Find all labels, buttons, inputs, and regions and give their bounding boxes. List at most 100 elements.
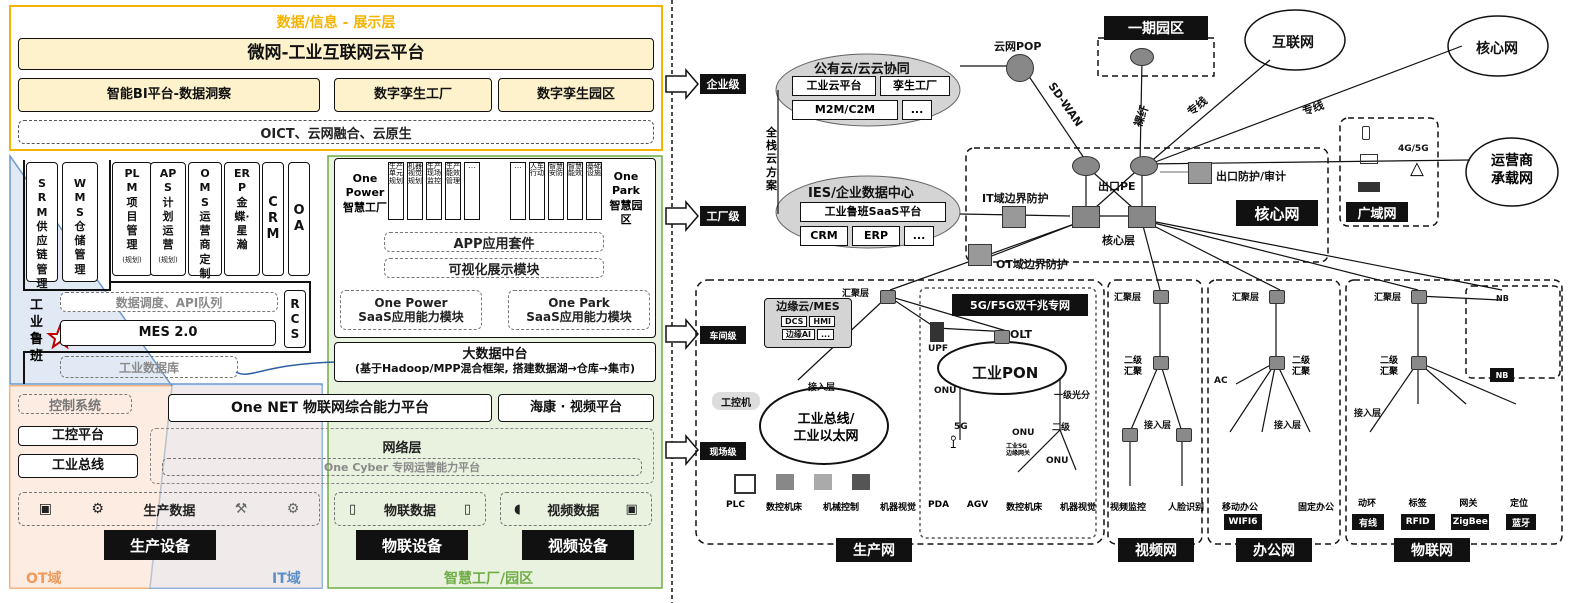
- video-device-labels: 视频监控 人脸识别: [1110, 500, 1204, 513]
- cloud-item: 工业云平台: [792, 76, 876, 96]
- power-module: 生产能效管理: [445, 162, 461, 220]
- device-label: 网关: [1459, 499, 1478, 509]
- park-module: 基础设施: [586, 162, 602, 220]
- device-label: 动环: [1358, 499, 1377, 509]
- iot-data-row: ▯ 物联数据 ▯: [334, 492, 486, 526]
- core-net-cloud-label: 核心网: [1476, 41, 1518, 57]
- iot-badge: 有线: [1352, 514, 1384, 530]
- carrier-label: 运营商 承载网: [1491, 153, 1533, 188]
- phone-icon: ▯: [463, 501, 472, 517]
- core-switch-icon: [1072, 206, 1100, 228]
- edge-item: 边缘AI: [781, 328, 816, 341]
- access-label: 接入层: [1274, 421, 1302, 431]
- firewall-icon: [968, 244, 992, 266]
- device-label: 机器视觉: [879, 503, 916, 513]
- f5g-badge: 5G/F5G双千兆专网: [952, 294, 1088, 316]
- cnc-icon: [776, 474, 794, 490]
- device-label: 人脸识别: [1167, 503, 1204, 513]
- core-layer-label: 核心层: [1102, 234, 1135, 247]
- ot-zone-label: OT域: [26, 571, 62, 587]
- power-module: 机器视觉规划: [407, 162, 423, 220]
- one-power-title: One Power 智慧工厂: [343, 172, 387, 214]
- industrial-pc-label: 工控机: [712, 392, 760, 410]
- split1-label: 一级光分: [1054, 391, 1091, 401]
- park-module: 智慧安防: [548, 162, 564, 220]
- bi-platform-box: 智能BI平台-数据洞察: [18, 78, 320, 112]
- erp-box: ERP 金蝶·星瀚: [224, 162, 260, 276]
- conveyor-icon: ⚙: [286, 501, 300, 517]
- nvr-icon: ▣: [625, 501, 638, 517]
- switch-icon: [1153, 290, 1169, 304]
- robot-arm-icon: [814, 474, 832, 490]
- rcs-box: RCS: [284, 290, 306, 348]
- phone-icon: [1362, 126, 1370, 140]
- switch-icon: [1176, 428, 1192, 442]
- firewall-icon: [1188, 162, 1212, 184]
- device-label: 机械控制: [822, 503, 859, 513]
- cloud-pop-label: 云网POP: [994, 40, 1042, 53]
- video-equipment-badge: 视频设备: [522, 530, 634, 560]
- nb-label: NB: [1496, 294, 1509, 303]
- cloud-collab-label: 公有云/云云协同: [814, 62, 910, 77]
- level-workshop: 车间级: [700, 326, 746, 344]
- camera-icon: ◖: [514, 501, 521, 517]
- aps-note: (规划): [158, 255, 178, 264]
- one-net-box: One NET 物联网综合能力平台: [168, 394, 492, 422]
- second-converge-label: 二级 汇聚: [1292, 356, 1311, 377]
- edge-cloud-box: 边缘云/MES DCS HMI 边缘AI ...: [764, 298, 852, 348]
- production-net-badge: 生产网: [836, 538, 912, 562]
- crm-box: CRM: [262, 162, 284, 276]
- video-data-row: ◖ 视频数据 ▣: [500, 492, 652, 526]
- park-module: 人车行动: [529, 162, 545, 220]
- speaker-icon: ▯: [348, 501, 357, 517]
- tower-icon: △: [1410, 158, 1424, 179]
- second-converge-label: 二级 汇聚: [1380, 356, 1399, 377]
- production-data-label: 生产数据: [143, 503, 196, 519]
- g5-label: 5G: [954, 422, 968, 432]
- cloud-items: 工业云平台 孪生工厂 M2M/C2M ...: [792, 76, 952, 120]
- core-net-badge: 核心网: [1236, 200, 1318, 226]
- srm-label: SRM 供应链管理: [36, 177, 48, 291]
- switch-icon: [1153, 356, 1169, 370]
- office-net-badge: 办公网: [1236, 538, 1312, 562]
- prod-device-labels: PLC 数控机床 机械控制 机器视觉: [726, 500, 916, 513]
- wifi6-badge: WIFI6: [1224, 514, 1262, 530]
- haikang-box: 海康 · 视频平台: [498, 394, 654, 422]
- device-label: PLC: [726, 500, 745, 510]
- iot-badge: 蓝牙: [1505, 514, 1536, 530]
- office-device-labels: 移动办公 固定办公: [1222, 500, 1334, 513]
- industrial-platform-box: 工控平台: [18, 426, 138, 446]
- edge-cloud-label: 边缘云/MES: [776, 300, 840, 313]
- data-scheduling-box: 数据调度、API队列: [60, 292, 278, 312]
- power-module: 生产单元规划: [388, 162, 404, 220]
- ies-items: 工业鲁班SaaS平台 CRM ERP ...: [800, 202, 950, 246]
- srm-box: SRM 供应链管理: [26, 162, 58, 290]
- device-label: 定位: [1509, 499, 1528, 509]
- ies-item: ...: [904, 226, 934, 246]
- mes-box: MES 2.0: [60, 320, 276, 346]
- nb-badge: NB: [1490, 368, 1514, 382]
- wan-badge: 广域网: [1346, 202, 1408, 222]
- switch-icon: [1122, 428, 1138, 442]
- switch-icon: [1269, 356, 1285, 370]
- onu-label: ONU: [934, 386, 957, 396]
- edge-item: ...: [817, 328, 835, 341]
- oms-label: OMS 运营商定制: [199, 167, 211, 281]
- truck-icon: [1358, 182, 1380, 192]
- level-arrows: [665, 67, 699, 467]
- wms-box: WMS 仓储管理: [62, 162, 98, 282]
- plc-icon: [734, 474, 756, 494]
- bigdata-subtitle: (基于Hadoop/MPP混合框架, 搭建数据湖→仓库→集市): [354, 362, 636, 376]
- access-label: 接入层: [1354, 409, 1382, 419]
- internet-label: 互联网: [1272, 35, 1314, 51]
- exit-pe-label: 出口PE: [1098, 180, 1136, 193]
- bigdata-box: 大数据中台 (基于Hadoop/MPP混合框架, 搭建数据湖→仓库→集市): [334, 342, 656, 382]
- rcs-label: RCS: [288, 296, 302, 342]
- second-converge-label: 二级 汇聚: [1124, 356, 1143, 377]
- edge-item: DCS: [780, 315, 808, 327]
- cloud-item: M2M/C2M: [792, 100, 898, 120]
- gateway5g-label: 工业5G 边缘网关: [1006, 443, 1031, 457]
- iot-badge: RFID: [1400, 514, 1435, 530]
- plm-box: PLM 项目管理 (规划): [112, 162, 152, 276]
- onu-label: ONU: [1046, 456, 1069, 466]
